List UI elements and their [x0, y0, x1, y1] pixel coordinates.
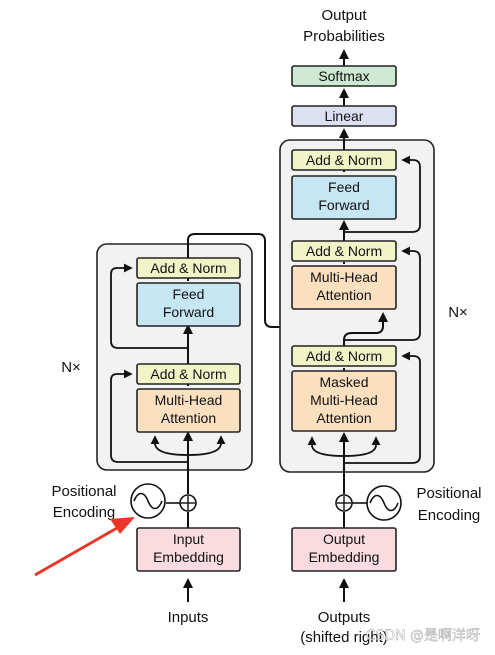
encoder-mha-label: Attention	[161, 410, 216, 426]
decoder-masked-attn-input-arrow	[307, 436, 345, 457]
outputs-label: Outputs	[318, 609, 371, 626]
decoder-residual-line	[344, 351, 421, 464]
decoder-add-norm-top-label: Add & Norm	[306, 152, 382, 168]
decoder-flow-line	[343, 312, 388, 346]
inputs-label: Inputs	[168, 609, 209, 626]
decoder-masked-label: Multi-Head	[310, 392, 378, 408]
encoder-residual-line	[110, 369, 188, 463]
input-embedding-box	[136, 527, 241, 572]
decoder-feed-forward-label: Feed	[328, 179, 360, 195]
decoder-multi-head-attention	[291, 265, 397, 310]
annotation-arrowhead	[110, 517, 135, 534]
encoder-feed-forward-label: Feed	[173, 286, 205, 302]
encoder-positional-label: Positional	[51, 483, 116, 500]
decoder-add-norm-mid-label: Add & Norm	[306, 243, 382, 259]
encoder-add-norm-bottom-label: Add & Norm	[150, 366, 226, 382]
linear-label: Linear	[325, 108, 364, 124]
output-embedding-box	[291, 527, 397, 572]
decoder-positional-label: Encoding	[418, 507, 481, 524]
decoder-feed-forward-label: Forward	[318, 197, 369, 213]
decoder-residual-line	[344, 246, 421, 341]
encoder-attn-input-arrow	[187, 435, 226, 456]
encoder-positional-label: Encoding	[53, 504, 116, 521]
watermark: CSDN @是啊洋呀	[366, 628, 480, 644]
output-probabilities-label: Output	[321, 7, 367, 24]
output-probabilities-label: Probabilities	[303, 28, 385, 45]
decoder-add-norm-mid	[291, 240, 397, 262]
encoder-add-norm-top-label: Add & Norm	[150, 260, 226, 276]
encoder-to-decoder-line	[187, 233, 380, 328]
encoder-repeat-label: N×	[61, 359, 81, 376]
decoder-add-norm-bottom-label: Add & Norm	[306, 348, 382, 364]
softmax-box	[291, 65, 397, 87]
linear-box	[291, 105, 397, 127]
decoder-masked-attn-input-arrow	[343, 436, 381, 457]
annotation-arrow	[34, 522, 125, 577]
softmax-label: Softmax	[318, 68, 369, 84]
decoder-feed-forward	[291, 175, 397, 220]
encoder-multi-head-attention	[136, 388, 241, 433]
decoder-positional-wave-icon	[369, 494, 399, 512]
encoder-residual-line	[110, 263, 188, 349]
outputs-label: (shifted right)	[300, 629, 388, 646]
decoder-add-norm-top	[291, 149, 397, 171]
decoder-positional-label: Positional	[416, 485, 481, 502]
decoder-mha-label: Multi-Head	[310, 269, 378, 285]
decoder-masked-label: Masked	[319, 374, 368, 390]
decoder-residual-line	[344, 155, 421, 233]
encoder-positional-wave-icon	[133, 492, 163, 510]
input-embedding-label: Input	[173, 531, 204, 547]
decoder-mha-label: Attention	[316, 287, 371, 303]
encoder-add-norm-bottom	[136, 363, 241, 385]
encoder-attn-input-arrow	[150, 435, 189, 456]
encoder-add-norm-top	[136, 257, 241, 279]
decoder-add-norm-bottom	[291, 345, 397, 367]
encoder-mha-label: Multi-Head	[155, 392, 223, 408]
decoder-masked-label: Attention	[316, 410, 371, 426]
decoder-masked-multi-head-attention	[291, 370, 397, 432]
input-embedding-label: Embedding	[153, 549, 224, 565]
output-embedding-label: Embedding	[309, 549, 380, 565]
output-embedding-label: Output	[323, 531, 365, 547]
encoder-feed-forward	[136, 282, 241, 327]
encoder-feed-forward-label: Forward	[163, 304, 214, 320]
decoder-repeat-label: N×	[448, 304, 468, 321]
